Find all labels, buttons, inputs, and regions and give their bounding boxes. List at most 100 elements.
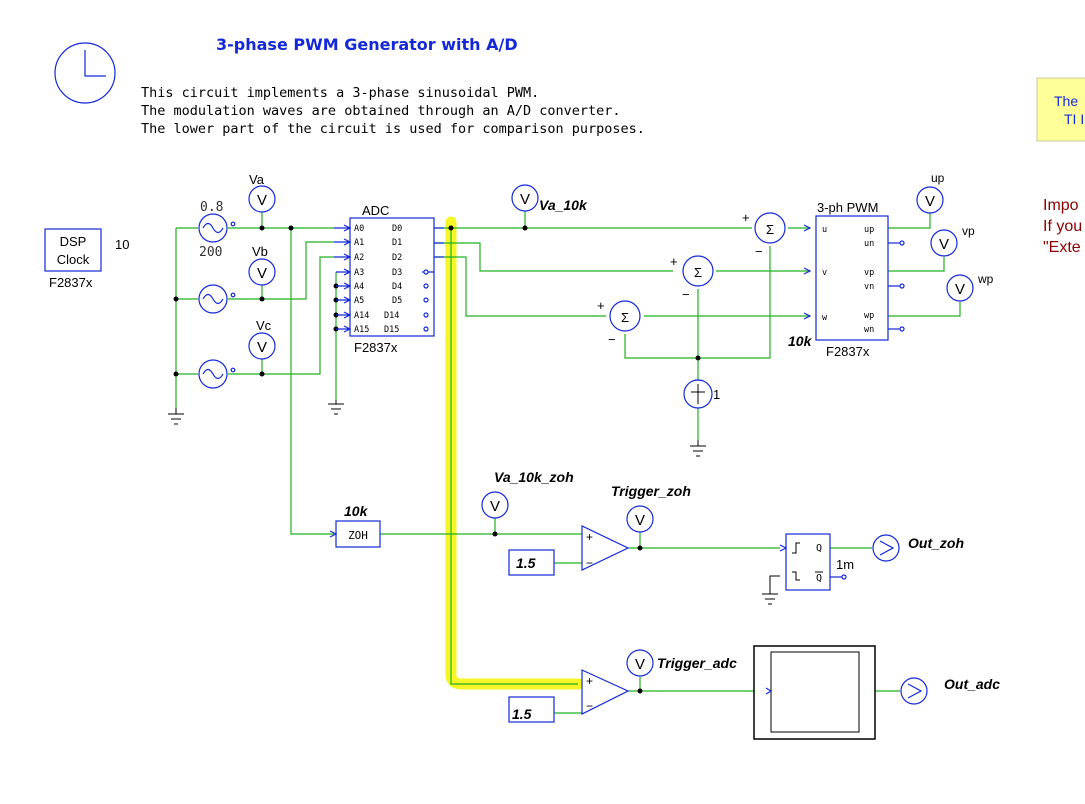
important-line-3: "Exte xyxy=(1043,239,1081,256)
probe-trigger-adc[interactable]: V xyxy=(626,649,654,677)
dsp-clock-target: F2837x xyxy=(49,275,93,290)
scope-out-zoh[interactable] xyxy=(872,534,900,562)
probe-va-10k-zoh[interactable]: V xyxy=(481,491,509,519)
adc-title: ADC xyxy=(362,203,389,218)
probe-va-10k[interactable]: V xyxy=(511,184,539,212)
probe-vp-label: vp xyxy=(962,224,975,238)
dsp-clock-label-1: DSP xyxy=(60,234,87,249)
scope-out-adc-label: Out_adc xyxy=(944,676,1000,692)
pwm-input-pins xyxy=(803,224,812,320)
adc-pin-d3: D3 xyxy=(392,268,402,278)
probe-vp[interactable]: V xyxy=(930,229,958,257)
sine-source-c[interactable] xyxy=(198,359,236,389)
page-title: 3-phase PWM Generator with A/D xyxy=(216,35,518,54)
zoh-label: ZOH xyxy=(348,529,368,542)
important-line-1: Impo xyxy=(1043,197,1079,214)
probe-vc-label: Vc xyxy=(256,318,272,333)
monostable-block[interactable]: Q Q xyxy=(779,533,847,591)
pwm-pin-vn: vn xyxy=(864,282,874,292)
ground-symbol-sources xyxy=(168,408,184,425)
pwm-output-stubs xyxy=(888,240,905,332)
adc-pin-d2: D2 xyxy=(392,253,402,263)
summer-v-plus: + xyxy=(670,254,678,269)
monostable-qbar: Q xyxy=(816,573,822,584)
junction-dots xyxy=(173,225,701,694)
pwm-pin-v: v xyxy=(822,268,827,278)
pwm-pin-u: u xyxy=(822,225,827,235)
ground-symbol-monostable xyxy=(762,575,780,605)
svg-text:−: − xyxy=(586,699,593,713)
source-amplitude: 0.8 xyxy=(200,200,223,215)
svg-text:−: − xyxy=(586,556,593,570)
monostable-duration: 1m xyxy=(836,557,854,572)
probe-wp[interactable]: V xyxy=(946,274,974,302)
svg-text:Σ: Σ xyxy=(766,222,774,237)
adc-block[interactable] xyxy=(349,217,435,337)
adc-pin-d5: D5 xyxy=(392,296,402,306)
summer-w[interactable]: Σ xyxy=(609,300,641,332)
svg-text:Σ: Σ xyxy=(694,265,702,280)
adc-pin-a14: A14 xyxy=(354,311,369,321)
summer-u[interactable]: Σ xyxy=(754,212,786,244)
ground-symbol-adc xyxy=(328,400,344,415)
summer-v[interactable]: Σ xyxy=(682,255,714,287)
adc-pin-a5: A5 xyxy=(354,296,364,306)
svg-text:V: V xyxy=(257,339,267,356)
adc-target: F2837x xyxy=(354,340,398,355)
ref-zoh-value: 1.5 xyxy=(516,555,536,571)
dc-source[interactable] xyxy=(683,379,713,409)
svg-text:V: V xyxy=(925,193,935,210)
scope-out-adc[interactable] xyxy=(900,677,928,705)
svg-text:V: V xyxy=(635,656,645,673)
note-box[interactable]: The TI I xyxy=(1036,77,1085,142)
adc-pin-a1: A1 xyxy=(354,238,364,248)
sine-source-a[interactable] xyxy=(198,213,236,243)
sine-source-b[interactable] xyxy=(198,284,236,314)
adc-pin-a15: A15 xyxy=(354,325,369,335)
adc-pin-d14: D14 xyxy=(384,311,399,321)
comparator-adc[interactable]: + − xyxy=(581,669,630,715)
svg-text:V: V xyxy=(257,265,267,282)
dsp-clock-value: 10 xyxy=(115,237,129,252)
description-line-3: The lower part of the circuit is used fo… xyxy=(141,121,645,137)
summer-w-plus: + xyxy=(597,298,605,313)
pwm-rate: 10k xyxy=(788,333,813,349)
svg-text:Σ: Σ xyxy=(621,310,629,325)
pwm-pin-wp: wp xyxy=(864,311,874,321)
svg-text:V: V xyxy=(520,191,530,208)
ref-adc-block[interactable]: 1.5 xyxy=(508,696,555,723)
pwm-pin-vp: vp xyxy=(864,268,874,278)
monostable-q: Q xyxy=(816,543,822,554)
ref-zoh-block[interactable]: 1.5 xyxy=(508,549,555,576)
probe-up[interactable]: V xyxy=(916,186,944,214)
adc-pin-d1: D1 xyxy=(392,238,402,248)
dsp-clock-block[interactable]: DSP Clock xyxy=(44,228,102,272)
probe-vb-label: Vb xyxy=(252,244,268,259)
pwm-pin-w: w xyxy=(822,313,828,323)
comparator-zoh[interactable]: + − xyxy=(581,525,630,571)
adc-pin-a2: A2 xyxy=(354,253,364,263)
zoh-block[interactable]: ZOH xyxy=(329,520,381,548)
adc-pin-a4: A4 xyxy=(354,282,364,292)
probe-vc[interactable]: V xyxy=(248,332,276,360)
pwm-block[interactable] xyxy=(815,215,889,341)
pwm-pin-un: un xyxy=(864,239,874,249)
svg-text:V: V xyxy=(955,281,965,298)
svg-text:V: V xyxy=(939,236,949,253)
note-box-line-2: TI I xyxy=(1064,111,1084,127)
probe-trigger-zoh[interactable]: V xyxy=(626,505,654,533)
source-frequency: 200 xyxy=(199,245,222,260)
probe-va[interactable]: V xyxy=(248,185,276,213)
pwm-title: 3-ph PWM xyxy=(817,200,878,215)
probe-va-label: Va xyxy=(249,172,265,187)
zoh-rate: 10k xyxy=(344,503,369,519)
note-box-line-1: The xyxy=(1054,93,1078,109)
ref-adc-value: 1.5 xyxy=(512,706,532,722)
dc-source-value: 1 xyxy=(713,387,720,402)
svg-text:V: V xyxy=(635,512,645,529)
probe-vb[interactable]: V xyxy=(248,258,276,286)
probe-trigger-zoh-label: Trigger_zoh xyxy=(611,483,691,499)
subcircuit-block[interactable] xyxy=(753,645,876,740)
